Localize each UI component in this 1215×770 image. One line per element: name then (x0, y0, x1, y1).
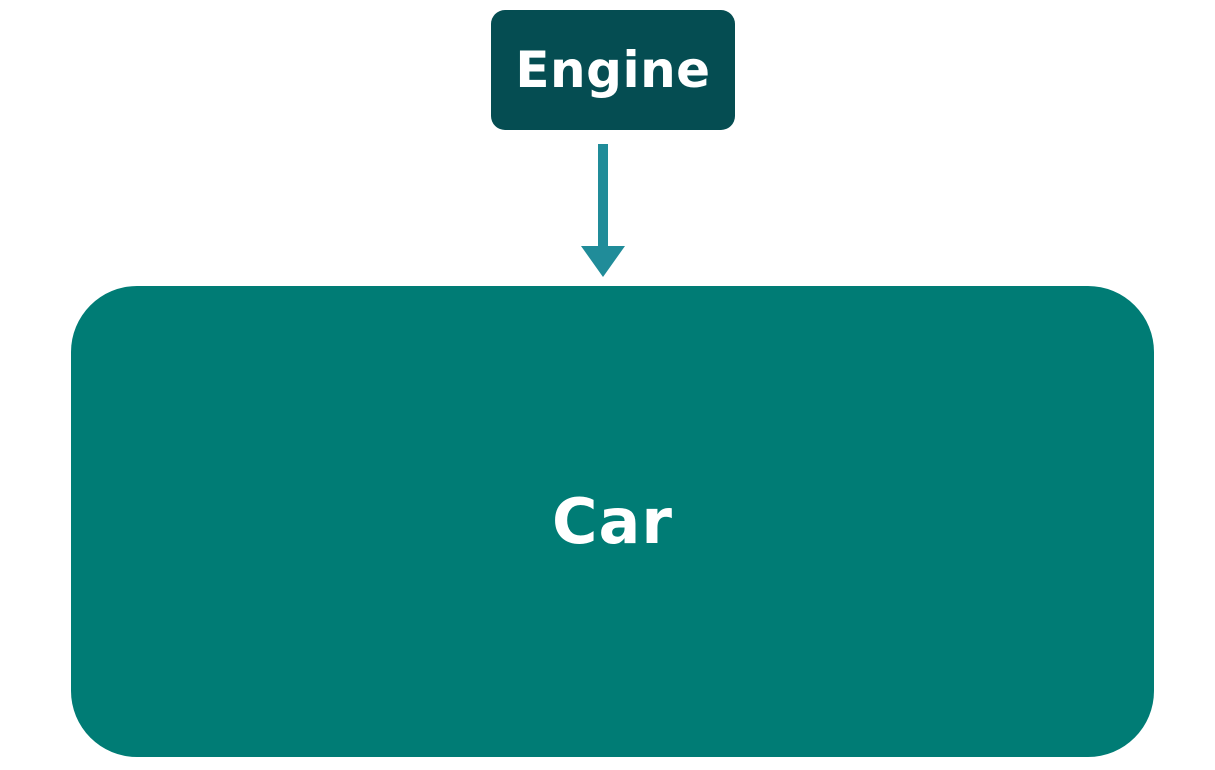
car-node: Car (71, 286, 1154, 757)
engine-node: Engine (491, 10, 735, 130)
arrow-head-icon (581, 246, 625, 277)
car-label: Car (552, 485, 673, 558)
engine-label: Engine (515, 41, 711, 99)
